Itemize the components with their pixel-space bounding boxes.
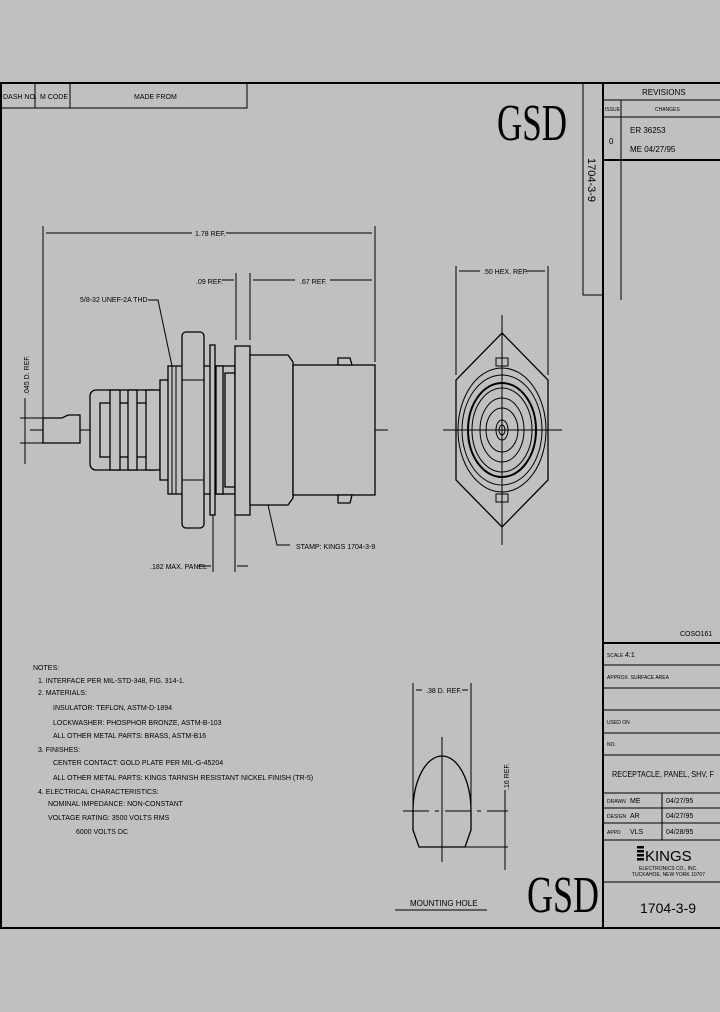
note-line: VOLTAGE RATING: 3500 VOLTS RMS bbox=[48, 815, 170, 822]
made-from-header: MADE FROM bbox=[134, 94, 177, 101]
notes: NOTES: 1. INTERFACE PER MIL-STD-348, FIG… bbox=[33, 665, 313, 836]
dash-no-header: DASH NO. bbox=[3, 94, 37, 101]
gsd-logo-bottom: GSD bbox=[527, 867, 599, 924]
revisions-table: REVISIONS ISSUE CHANGES 0 ER 36253 ME 04… bbox=[603, 88, 720, 300]
drawing-title: RECEPTACLE, PANEL, SHV, F bbox=[612, 770, 714, 779]
revision-issue: 0 bbox=[609, 137, 614, 146]
note-line: 3. FINISHES: bbox=[38, 747, 80, 754]
no-label: NO. bbox=[607, 742, 616, 748]
note-line: ALL OTHER METAL PARTS: KINGS TARNISH RES… bbox=[53, 775, 313, 782]
notes-title: NOTES: bbox=[33, 665, 59, 672]
note-line: 4. ELECTRICAL CHARACTERISTICS: bbox=[38, 789, 159, 796]
surface-area-label: APPROX. SURFACE AREA bbox=[607, 675, 670, 681]
company-line1: ELECTRONICS CO., INC. bbox=[639, 866, 698, 872]
note-line: 1. INTERFACE PER MIL-STD-348, FIG. 314-1… bbox=[38, 678, 185, 685]
revisions-title: REVISIONS bbox=[642, 88, 686, 97]
scale-label: SCALE bbox=[607, 653, 624, 659]
used-on-label: USED ON bbox=[607, 720, 630, 726]
note-line: CENTER CONTACT: GOLD PLATE PER MIL-G-452… bbox=[53, 760, 223, 767]
mounting-hole-label: MOUNTING HOLE bbox=[410, 899, 478, 908]
mounting-hole-view: .38 D. REF. .16 REF. MOUNTING HOLE bbox=[395, 683, 511, 911]
revision-change-line1: ER 36253 bbox=[630, 126, 666, 135]
signoff-date: 04/28/95 bbox=[666, 829, 693, 836]
side-part-number: 1704-3-9 bbox=[585, 158, 597, 202]
signoff-initials: VLS bbox=[630, 829, 644, 836]
signoff-date: 04/27/95 bbox=[666, 813, 693, 820]
gsd-logo-top: GSD bbox=[497, 95, 567, 152]
header-table: DASH NO. M CODE MADE FROM bbox=[0, 82, 248, 109]
issue-header: ISSUE bbox=[605, 107, 621, 113]
note-line: 6000 VOLTS DC bbox=[76, 829, 128, 836]
note-line: NOMINAL IMPEDANCE: NON-CONSTANT bbox=[48, 801, 184, 808]
signoff-role: APPD bbox=[607, 830, 621, 836]
flange-dim: .09 REF. bbox=[196, 279, 223, 286]
part-number: 1704-3-9 bbox=[640, 900, 696, 916]
revision-change-line2: ME 04/27/95 bbox=[630, 145, 676, 154]
overall-length-dim: 1.78 REF. bbox=[195, 231, 226, 238]
note-line: INSULATOR: TEFLON, ASTM-D-1894 bbox=[53, 705, 172, 712]
changes-header: CHANGES bbox=[655, 107, 680, 113]
hex-dim: .50 HEX. REF. bbox=[483, 269, 528, 276]
pin-diameter-dim: .045 D. REF. bbox=[24, 355, 31, 395]
note-line: LOCKWASHER: PHOSPHOR BRONZE, ASTM-B-103 bbox=[53, 720, 222, 727]
scale-value: 4:1 bbox=[625, 652, 635, 659]
signoff-role: DESIGN bbox=[607, 814, 627, 820]
side-part-number-box bbox=[582, 82, 604, 296]
drawing-code: COSO161 bbox=[680, 631, 712, 638]
connector-side-view: 1.78 REF. .09 REF. .67 REF. 5/8-32 UNEF-… bbox=[20, 226, 388, 572]
body-length-dim: .67 REF. bbox=[300, 279, 327, 286]
connector-front-view: .50 HEX. REF. bbox=[443, 266, 562, 545]
panel-dim: .182 MAX. PANEL bbox=[150, 564, 207, 571]
m-code-header: M CODE bbox=[40, 94, 68, 101]
company-name: KINGS bbox=[645, 848, 692, 865]
note-line: 2. MATERIALS: bbox=[38, 690, 87, 697]
note-line: ALL OTHER METAL PARTS: BRASS, ASTM-B16 bbox=[53, 733, 206, 740]
hole-flat-dim: .16 REF. bbox=[504, 763, 511, 790]
kings-logo-icon bbox=[637, 846, 644, 861]
signoff-initials: AR bbox=[630, 813, 640, 820]
signoff-date: 04/27/95 bbox=[666, 798, 693, 805]
company-line2: TUCKAHOE, NEW YORK 10707 bbox=[632, 872, 705, 878]
signoff-role: DRAWN bbox=[607, 799, 626, 805]
title-block: COSO161 SCALE 4:1 APPROX. SURFACE AREA U… bbox=[603, 631, 720, 916]
hole-diameter-dim: .38 D. REF. bbox=[426, 688, 462, 695]
thread-callout: 5/8-32 UNEF-2A THD bbox=[80, 297, 148, 304]
stamp-callout: STAMP: KINGS 1704-3-9 bbox=[296, 544, 375, 551]
signoff-initials: ME bbox=[630, 798, 641, 805]
